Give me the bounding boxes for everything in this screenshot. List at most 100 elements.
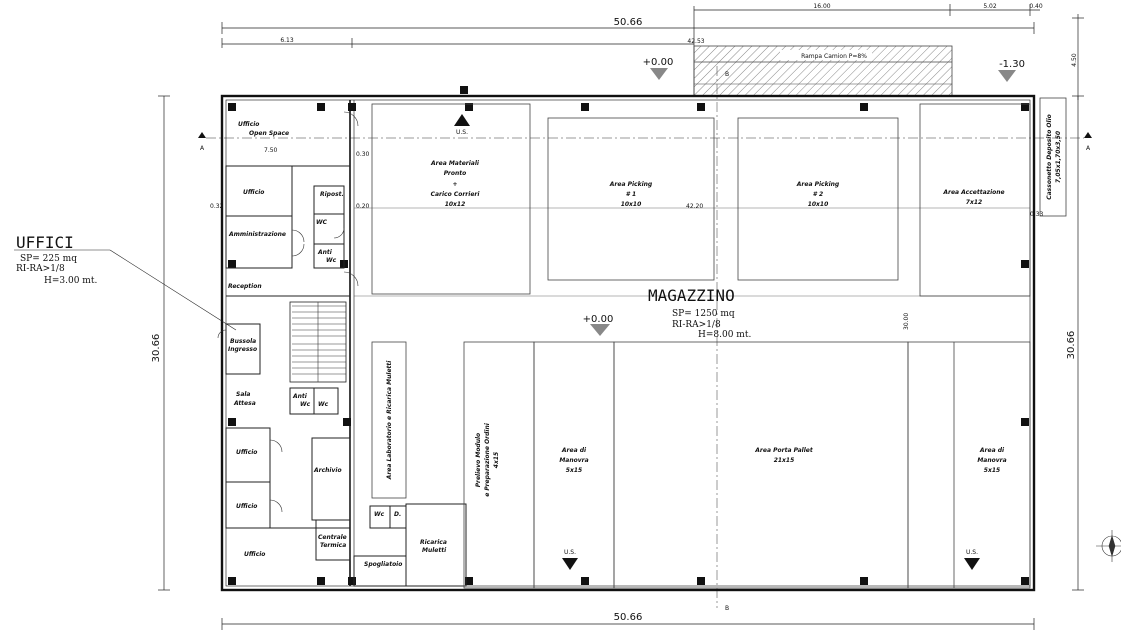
section-a-left-label: A [200, 145, 205, 152]
svg-text:Ufficio: Ufficio [238, 121, 259, 128]
svg-text:Area Accettazione: Area Accettazione [942, 189, 1004, 196]
right-upper-dimension: 4.50 [1071, 53, 1078, 67]
area-manovra-1-label: Area di Manovra 5x15 [559, 447, 588, 474]
level-ramp-text: +0.00 [643, 57, 674, 68]
area-picking-1-label: Area Picking # 1 10x10 [609, 181, 653, 208]
uffici-h: H=3.00 mt. [44, 276, 97, 286]
svg-text:Area Porta Pallet: Area Porta Pallet [754, 447, 814, 454]
svg-text:0.30: 0.30 [356, 151, 370, 158]
svg-text:Ufficio: Ufficio [236, 503, 257, 510]
area-manovra-2-label: Area di Manovra 5x15 [977, 447, 1006, 474]
right-dimension-line [1072, 95, 1084, 591]
level-marker-warehouse [590, 324, 610, 336]
truck-ramp [693, 45, 953, 97]
north-compass [1096, 530, 1121, 562]
svg-text:Anti: Anti [292, 393, 308, 400]
svg-text:Anti: Anti [317, 249, 333, 256]
uffici-ri: RI-RA>1/8 [16, 264, 65, 274]
left-total-dimension: 30.66 [151, 334, 162, 363]
magazzino-ri: RI-RA>1/8 [672, 320, 721, 330]
svg-text:+: + [452, 181, 457, 188]
svg-text:Attesa: Attesa [233, 400, 256, 407]
right-segment-a: 5.02 [983, 3, 997, 10]
magazzino-sp: SP= 1250 mq [672, 309, 735, 319]
warehouse-areas [354, 97, 1067, 589]
right-total-dimension: 30.66 [1066, 331, 1077, 360]
svg-text:10x12: 10x12 [445, 201, 466, 208]
svg-text:Ingresso: Ingresso [228, 346, 257, 353]
section-b-bottom-label: B [725, 605, 729, 612]
staircase [292, 302, 346, 382]
svg-text:Cassonetto Deposito Olio: Cassonetto Deposito Olio [1046, 114, 1053, 200]
area-accettazione-label: Area Accettazione 7x12 [942, 189, 1004, 206]
cassonetto-label: Cassonetto Deposito Olio 7,05x1,70x3,50 [1046, 114, 1062, 200]
svg-text:Carico Corrieri: Carico Corrieri [431, 191, 481, 198]
svg-text:Prelievo Modulo: Prelievo Modulo [475, 433, 482, 487]
svg-text:Manovra: Manovra [977, 457, 1006, 464]
svg-text:Ricarica: Ricarica [420, 539, 447, 546]
svg-text:U.S.: U.S. [456, 129, 468, 136]
svg-text:e Preparazione Ordini: e Preparazione Ordini [484, 422, 491, 497]
svg-text:7x12: 7x12 [966, 199, 982, 206]
level-marker-exterior [998, 70, 1016, 82]
svg-text:Centrale: Centrale [318, 534, 347, 541]
left-dimension-line [158, 95, 170, 591]
small-dimensions: 42.20 0.32 0.30 0.20 0.33 7.50 30.00 [210, 147, 1044, 330]
svg-text:# 1: # 1 [626, 191, 636, 198]
svg-text:4x15: 4x15 [493, 452, 500, 468]
emergency-exit-marker-bottom-left: U.S. [562, 549, 578, 570]
svg-text:0.20: 0.20 [356, 203, 370, 210]
top-dimension-line [221, 4, 1084, 100]
section-b-top-label: B [725, 71, 729, 78]
svg-text:0.32: 0.32 [210, 203, 224, 210]
svg-text:21x15: 21x15 [774, 457, 795, 464]
door-swings [217, 111, 359, 513]
uffici-title: UFFICI [16, 233, 74, 252]
emergency-exit-marker-top: U.S. [454, 114, 470, 136]
ramp-segment: 16.00 [813, 3, 830, 10]
level-warehouse-text: +0.00 [583, 314, 614, 325]
level-exterior-text: -1.30 [999, 59, 1025, 70]
svg-text:Ufficio: Ufficio [243, 189, 264, 196]
area-picking-2-label: Area Picking # 2 10x10 [796, 181, 840, 208]
svg-text:Area di: Area di [561, 447, 587, 454]
area-pallet-label: Area Porta Pallet 21x15 [754, 447, 814, 464]
uffici-leader [14, 249, 237, 331]
svg-text:5x15: 5x15 [566, 467, 582, 474]
svg-text:Wc: Wc [300, 401, 311, 408]
svg-text:Termica: Termica [320, 542, 346, 549]
area-materiali-label: Area Materiali Pronto + Carico Corrieri … [430, 160, 480, 208]
ramp-start-dimension: 42.53 [687, 38, 704, 45]
magazzino-title: MAGAZZINO [648, 286, 735, 305]
svg-text:Manovra: Manovra [559, 457, 588, 464]
area-laboratorio-label: Area Laboratorio e Ricarica Muletti [386, 360, 393, 481]
svg-text:7,05x1,70x3,50: 7,05x1,70x3,50 [1055, 131, 1062, 183]
top-left-segment: 6.13 [280, 37, 294, 44]
svg-text:10x10: 10x10 [808, 201, 829, 208]
section-cut-lines [206, 66, 1084, 608]
svg-text:Wc: Wc [326, 257, 337, 264]
svg-text:Open Space: Open Space [249, 130, 289, 137]
svg-text:10x10: 10x10 [621, 201, 642, 208]
svg-text:Amministrazione: Amministrazione [228, 231, 286, 238]
svg-text:Ripost.: Ripost. [320, 191, 344, 198]
office-walls [225, 165, 467, 587]
building-outer-walls [220, 94, 1036, 592]
uffici-sp: SP= 225 mq [20, 254, 77, 264]
svg-text:Ufficio: Ufficio [236, 449, 257, 456]
svg-text:Pronto: Pronto [444, 170, 467, 177]
svg-text:Muletti: Muletti [422, 547, 447, 554]
top-total-dimension: 50.66 [614, 17, 643, 28]
section-marker-a-right [1084, 132, 1092, 138]
svg-text:Area di: Area di [979, 447, 1005, 454]
svg-text:Reception: Reception [228, 283, 262, 290]
svg-text:30.00: 30.00 [903, 313, 910, 330]
svg-text:U.S.: U.S. [966, 549, 978, 556]
svg-text:Ufficio: Ufficio [244, 551, 265, 558]
svg-text:Area Materiali: Area Materiali [430, 160, 480, 167]
svg-text:WC: WC [316, 219, 328, 226]
svg-text:5x15: 5x15 [984, 467, 1000, 474]
room-labels: Ufficio Open Space Ufficio Ripost. WC Am… [228, 121, 447, 568]
svg-text:# 2: # 2 [813, 191, 823, 198]
